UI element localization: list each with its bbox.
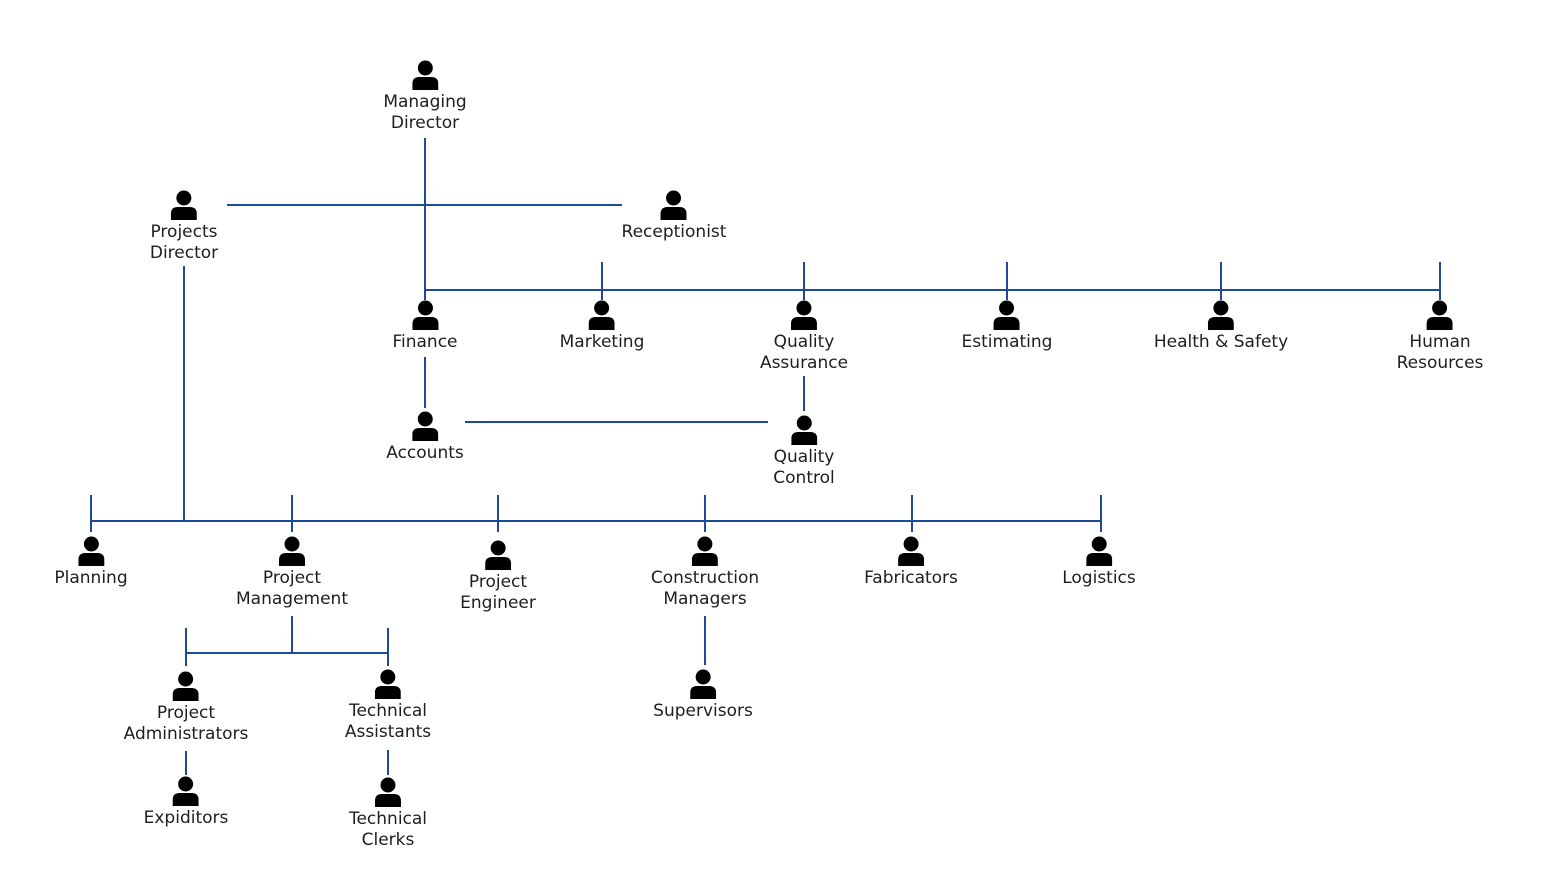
person-icon: [1207, 300, 1234, 330]
node-managing-director[interactable]: Managing Director: [383, 60, 467, 134]
node-label: Supervisors: [653, 701, 753, 721]
person-icon: [1426, 300, 1453, 330]
person-icon: [173, 671, 199, 701]
person-icon: [77, 536, 104, 566]
node-construction-managers[interactable]: Construction Managers: [651, 536, 759, 610]
node-planning[interactable]: Planning: [54, 536, 128, 589]
node-logistics[interactable]: Logistics: [1062, 536, 1136, 589]
node-label: Quality Control: [773, 447, 835, 488]
person-icon: [412, 411, 438, 441]
node-label: Quality Assurance: [759, 332, 849, 373]
node-label: Project Management: [236, 568, 348, 609]
node-label: Health & Safety: [1153, 332, 1289, 352]
person-icon: [485, 540, 511, 570]
node-label: Construction Managers: [650, 568, 760, 609]
person-icon: [411, 60, 438, 90]
person-icon: [689, 669, 716, 699]
node-label: Expiditors: [143, 808, 229, 828]
person-icon: [1085, 536, 1112, 566]
person-icon: [993, 300, 1020, 330]
node-fabricators[interactable]: Fabricators: [864, 536, 958, 589]
node-quality-assurance[interactable]: Quality Assurance: [760, 300, 848, 374]
node-label: Technical Clerks: [348, 809, 428, 850]
node-label: Marketing: [559, 332, 645, 352]
node-label: Logistics: [1062, 568, 1136, 588]
person-icon: [790, 300, 817, 330]
node-estimating[interactable]: Estimating: [961, 300, 1053, 353]
node-projects-director[interactable]: Projects Director: [150, 190, 218, 264]
node-label: Human Resources: [1396, 332, 1484, 373]
node-label: Projects Director: [149, 222, 219, 263]
person-icon: [660, 190, 687, 220]
node-label: Finance: [392, 332, 458, 352]
person-icon: [790, 415, 817, 445]
node-technical-clerks[interactable]: Technical Clerks: [349, 777, 427, 851]
person-icon: [279, 536, 305, 566]
node-technical-assistants[interactable]: Technical Assistants: [345, 669, 431, 743]
node-label: Managing Director: [383, 92, 467, 133]
person-icon: [897, 536, 924, 566]
node-expiditors[interactable]: Expiditors: [143, 776, 229, 829]
node-accounts[interactable]: Accounts: [386, 411, 464, 464]
node-project-administrators[interactable]: Project Administrators: [123, 671, 249, 745]
node-label: Technical Assistants: [344, 701, 432, 742]
node-project-management[interactable]: Project Management: [236, 536, 348, 610]
node-label: Receptionist: [621, 222, 727, 242]
person-icon: [692, 536, 718, 566]
node-receptionist[interactable]: Receptionist: [621, 190, 727, 243]
node-marketing[interactable]: Marketing: [559, 300, 645, 353]
node-supervisors[interactable]: Supervisors: [653, 669, 753, 722]
node-label: Estimating: [961, 332, 1053, 352]
node-finance[interactable]: Finance: [392, 300, 458, 353]
node-label: Planning: [54, 568, 128, 588]
person-icon: [411, 300, 438, 330]
person-icon: [170, 190, 197, 220]
node-human-resources[interactable]: Human Resources: [1396, 300, 1484, 374]
person-icon: [588, 300, 615, 330]
node-quality-control[interactable]: Quality Control: [773, 415, 835, 489]
node-label: Fabricators: [864, 568, 958, 588]
node-project-engineer[interactable]: Project Engineer: [460, 540, 536, 614]
person-icon: [173, 776, 199, 806]
node-label: Project Administrators: [123, 703, 249, 744]
node-label: Accounts: [386, 443, 464, 463]
person-icon: [375, 669, 401, 699]
node-health-safety[interactable]: Health & Safety: [1154, 300, 1288, 353]
person-icon: [375, 777, 401, 807]
node-label: Project Engineer: [460, 572, 536, 613]
